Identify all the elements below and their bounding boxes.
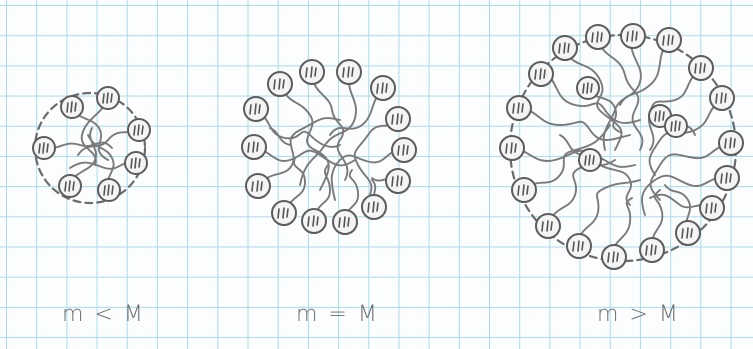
head: [529, 62, 553, 86]
head: [371, 76, 395, 100]
head: [500, 136, 524, 160]
head: [59, 175, 81, 197]
head: [98, 179, 120, 201]
head: [128, 119, 150, 141]
head: [719, 131, 743, 155]
head: [621, 24, 645, 48]
head: [337, 60, 361, 84]
head: [640, 238, 664, 262]
head: [577, 77, 599, 99]
head: [242, 135, 266, 159]
micelle-large: [500, 24, 743, 269]
head: [61, 96, 83, 118]
head: [602, 245, 626, 269]
head: [386, 107, 410, 131]
head: [268, 72, 292, 96]
label-m-equals-M: m = M: [296, 302, 379, 327]
head: [362, 195, 386, 219]
head: [665, 115, 687, 137]
head: [386, 169, 410, 193]
head: [300, 60, 324, 84]
head: [553, 36, 577, 60]
head: [700, 196, 724, 220]
label-m-greater-than-M: m > M: [597, 302, 680, 327]
head: [567, 234, 591, 258]
micelle-small-chains: [45, 100, 138, 188]
head: [586, 25, 610, 49]
head: [392, 138, 416, 162]
head: [676, 221, 700, 245]
head: [710, 86, 734, 110]
head: [579, 149, 601, 171]
head: [302, 209, 326, 233]
head: [272, 201, 296, 225]
head: [33, 137, 55, 159]
head: [507, 96, 531, 120]
head: [536, 214, 560, 238]
head: [97, 87, 119, 109]
head: [657, 28, 681, 52]
head: [246, 174, 270, 198]
head: [512, 178, 536, 202]
head: [244, 97, 268, 121]
label-m-less-than-M: m < M: [62, 302, 145, 327]
micelle-small: [33, 87, 150, 203]
head: [715, 166, 739, 190]
head: [125, 152, 147, 174]
micelle-medium: [242, 60, 416, 234]
head: [333, 210, 357, 234]
micelle-large-heads: [500, 24, 743, 269]
head: [689, 56, 713, 80]
